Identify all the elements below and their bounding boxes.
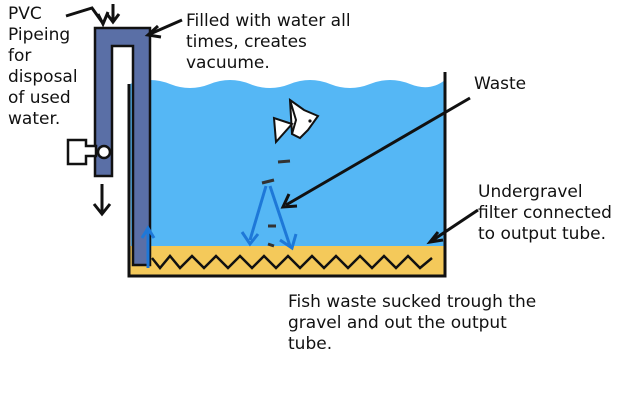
undergravel-filter — [151, 254, 433, 270]
gravel-layer — [129, 246, 445, 276]
tank-outline — [127, 72, 447, 278]
waste-particles — [261, 159, 291, 248]
undergravel-filter-label: Undergravel filter connected to output t… — [478, 182, 612, 244]
suction-arrows — [140, 185, 298, 268]
filled-with-water-label: Filled with water all times, creates vac… — [186, 11, 351, 73]
waste-label: Waste — [474, 74, 527, 94]
pvc-pipe-label: PVC Pipeing for disposal of used water. — [8, 4, 78, 129]
fish-waste-label: Fish waste sucked trough the gravel and … — [288, 292, 537, 354]
fish-icon — [272, 97, 320, 145]
pvc-pipe — [93, 26, 152, 267]
water-area — [130, 80, 445, 250]
pointer-arrows — [65, 4, 479, 245]
valve-icon — [66, 138, 112, 166]
